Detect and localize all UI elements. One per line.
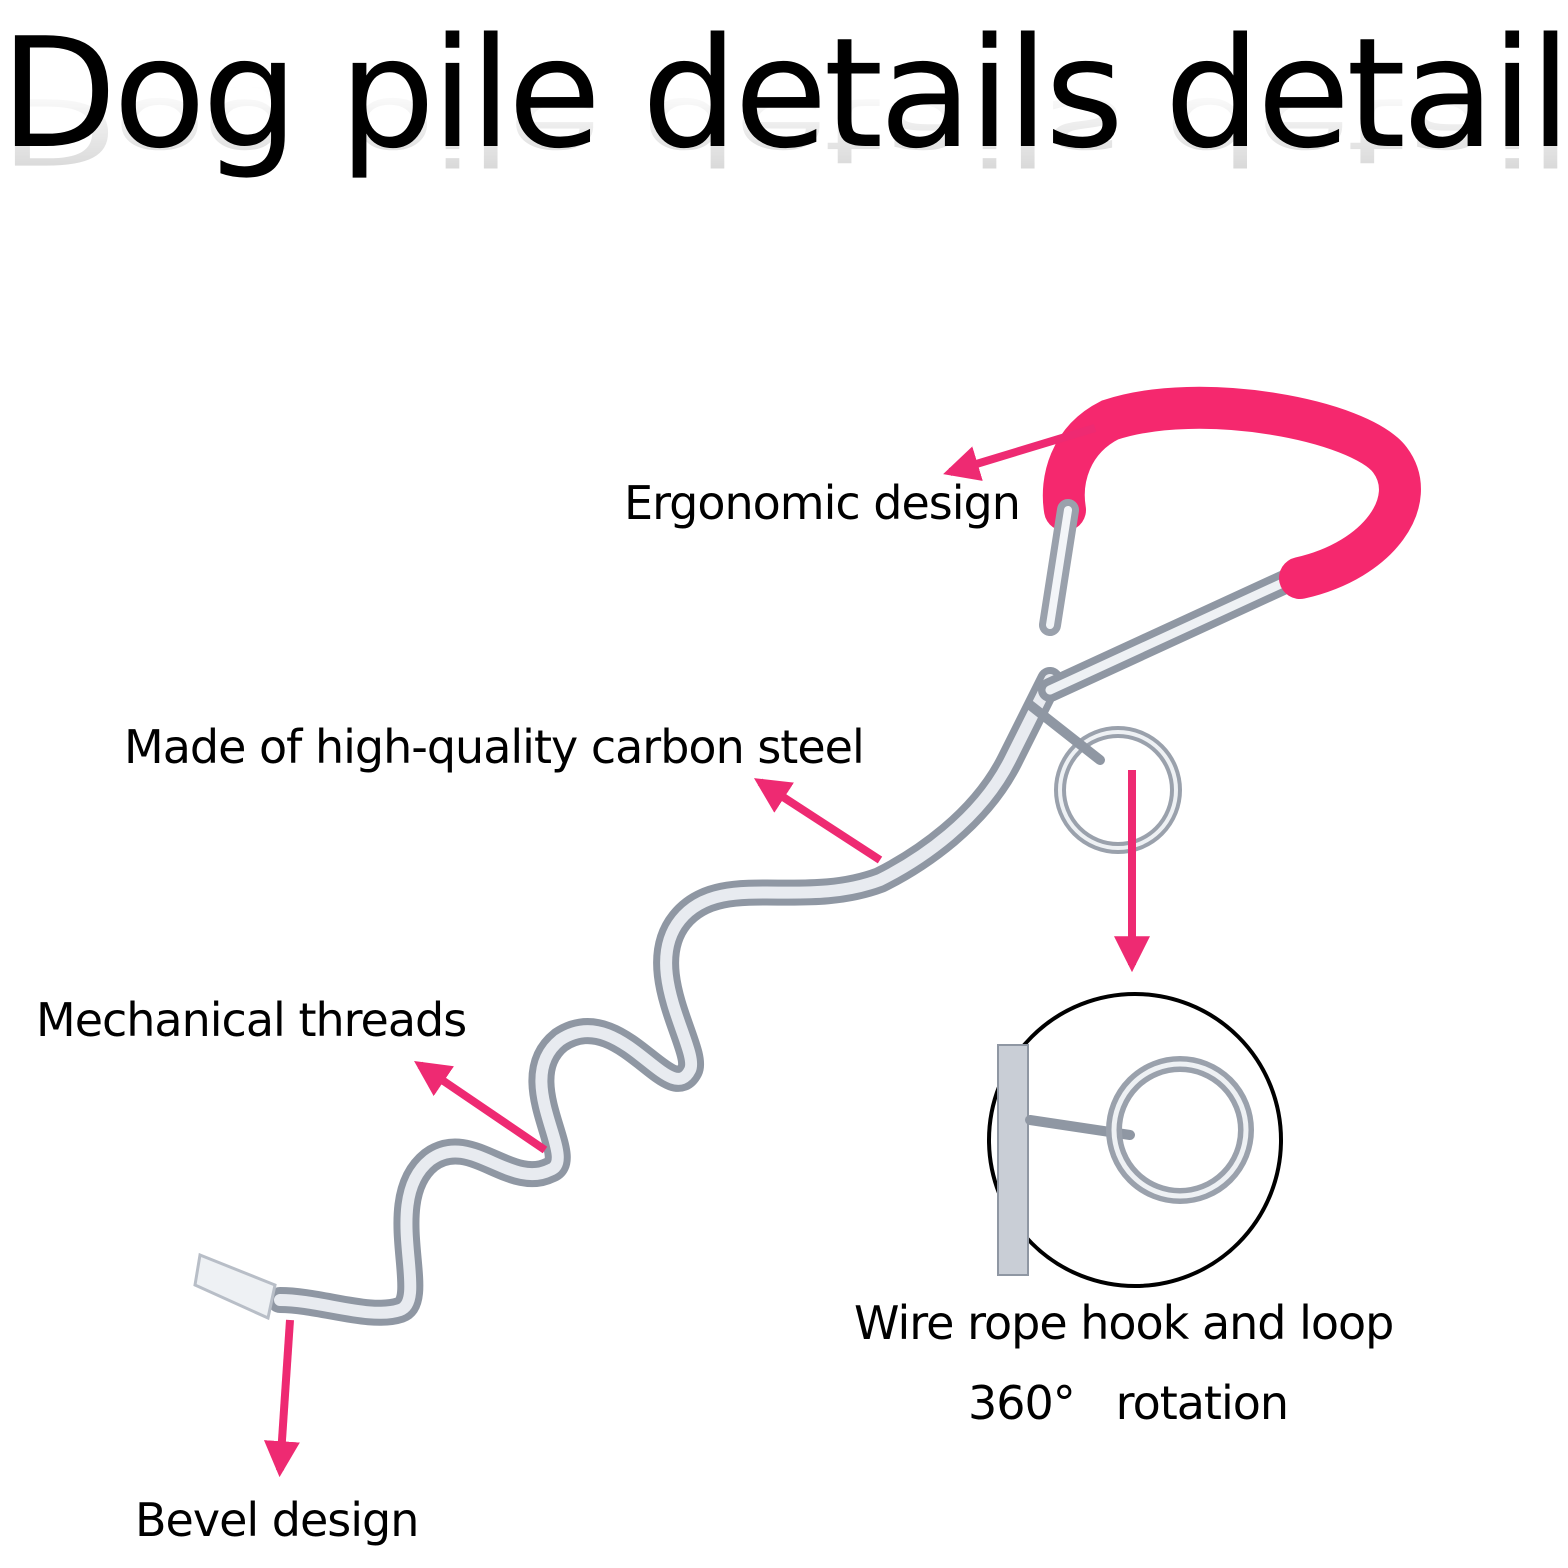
dog-stake (193, 386, 1421, 1326)
handle-grip (1042, 386, 1421, 599)
stake-upper-rod-highlight (1045, 570, 1305, 695)
label-carbon-steel: Made of high-quality carbon steel (124, 720, 865, 774)
label-threads: Mechanical threads (36, 993, 467, 1047)
bevel-tip (193, 1252, 277, 1321)
label-rotation: 360° rotation (968, 1376, 1289, 1430)
stake-shaft-highlight (274, 674, 1056, 1319)
arrow-carbon-steel (753, 778, 883, 864)
swivel-link (1025, 700, 1105, 765)
label-ergonomic: Ergonomic design (624, 476, 1021, 530)
arrow-ergonomic (943, 424, 1097, 481)
arrow-bevel (263, 1319, 300, 1478)
arrow-threads (414, 1060, 548, 1154)
page-title: Dog pile details details (0, 5, 1568, 182)
label-hook-loop: Wire rope hook and loop (854, 1296, 1394, 1350)
label-bevel: Bevel design (135, 1493, 419, 1547)
detail-zoom-circle (987, 992, 1283, 1288)
